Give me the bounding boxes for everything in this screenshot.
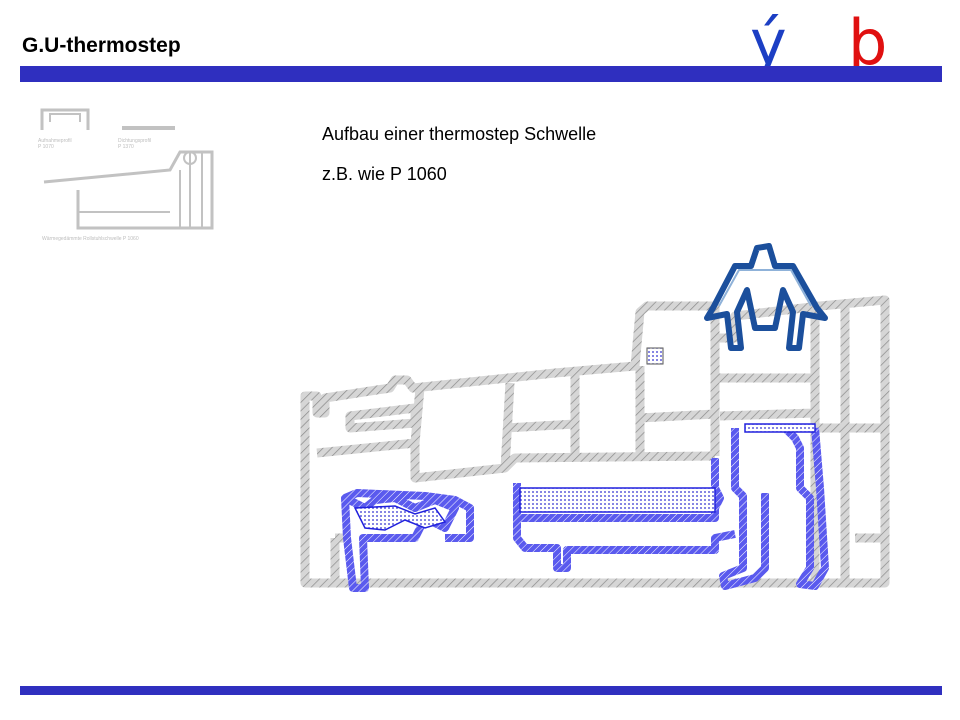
mesh-gasket bbox=[646, 347, 664, 365]
blue-cap-profile bbox=[704, 243, 828, 351]
thumbnail-sketch: Aufnahmeprofil P 1070 Dichtungsprofil P … bbox=[38, 108, 214, 242]
description-line-1: Aufbau einer thermostep Schwelle bbox=[322, 124, 597, 144]
page-title: G.U-thermostep bbox=[22, 34, 181, 57]
thumb-sill-profile bbox=[43, 150, 214, 230]
footer-divider-bar bbox=[20, 686, 942, 695]
thumb-label-bottom: Wärmegedämmte Rollstuhlschwelle P 1060 bbox=[42, 236, 139, 242]
threshold-cross-section-drawing bbox=[300, 243, 890, 592]
logo-left-glyph: ý bbox=[750, 6, 787, 79]
description-line-2: z.B. wie P 1060 bbox=[322, 164, 447, 184]
thumb-label-right-bottom: P 1370 bbox=[118, 144, 134, 150]
thumb-label-left-bottom: P 1070 bbox=[38, 144, 54, 150]
thumb-label-left-top: Aufnahmeprofil bbox=[38, 138, 72, 144]
thumb-label-right-top: Dichtungsprofil bbox=[118, 138, 151, 144]
header-divider-bar bbox=[20, 66, 942, 82]
logo-right-glyph: þ bbox=[848, 6, 888, 79]
thumb-cap-profile bbox=[40, 108, 90, 130]
